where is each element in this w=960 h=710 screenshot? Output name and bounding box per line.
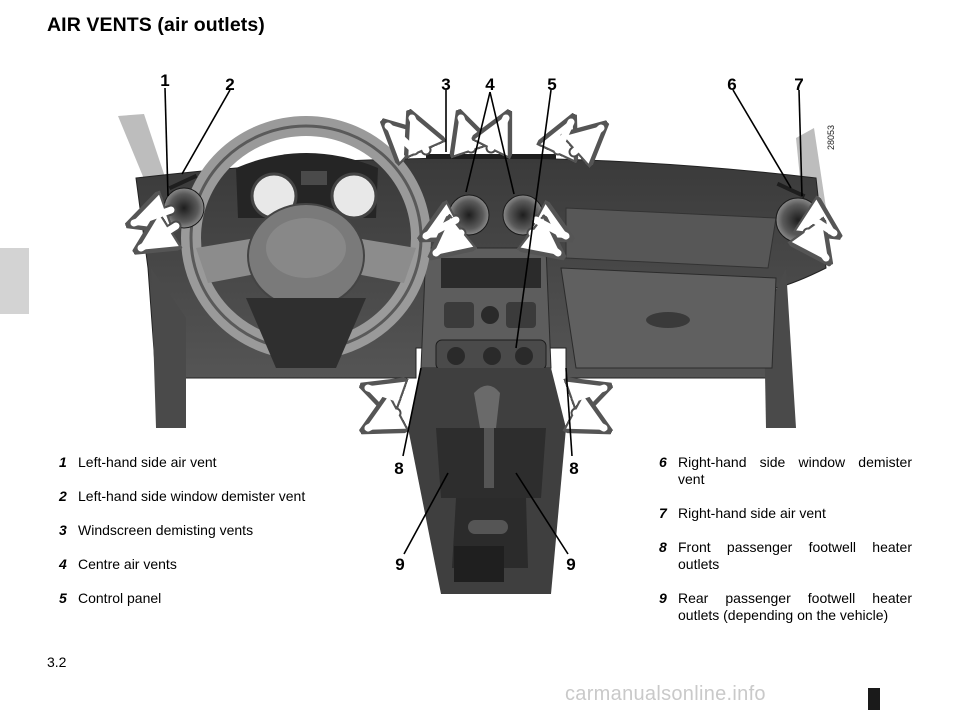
legend-text: Rear passenger footwell heater outlets (… [678, 590, 912, 623]
rev-counter [330, 172, 378, 220]
legend-item: 6 Right-hand side window demister vent [659, 454, 912, 487]
page-number: 3.2 [47, 654, 67, 670]
callout-6: 6 [727, 75, 737, 94]
legend-item: 8 Front passenger footwell heater outlet… [659, 539, 912, 572]
glovebox-handle [646, 312, 690, 328]
legend-item: 9 Rear passenger footwell heater outlets… [659, 590, 912, 623]
callout-9-left: 9 [395, 555, 405, 574]
legend-item: 3 Windscreen demisting vents [59, 522, 254, 538]
hazard-switch [481, 306, 499, 324]
page-title: AIR VENTS (air outlets) [47, 14, 265, 36]
switch-block-left [444, 302, 474, 328]
legend-item: 5 Control panel [59, 590, 162, 606]
callout-8-right: 8 [569, 459, 579, 478]
callout-3: 3 [441, 75, 451, 94]
leader-lines [164, 87, 803, 555]
chapter-tab [0, 248, 29, 314]
figure-reference: 28053 [826, 124, 836, 150]
callout-1: 1 [160, 71, 170, 90]
watermark: carmanualsonline.info [565, 683, 766, 705]
legend-item: 7 Right-hand side air vent [659, 505, 826, 521]
page-marker [868, 688, 880, 710]
callout-9-right: 9 [566, 555, 576, 574]
callout-5: 5 [547, 75, 557, 94]
legend-item: 4 Centre air vents [59, 556, 177, 572]
legend-text: Centre air vents [78, 556, 177, 572]
callout-2: 2 [225, 75, 235, 94]
callout-8-left: 8 [394, 459, 404, 478]
gear-stick [484, 428, 494, 488]
legend-text: Control panel [78, 590, 162, 606]
legend-text: Windscreen demisting vents [78, 522, 254, 538]
legend-text: Right-hand side air vent [678, 505, 826, 521]
legend-text: Right-hand side window demister vent [678, 454, 912, 487]
left-lower-panel [151, 268, 186, 428]
gear-knob [474, 385, 500, 428]
legend-left: 1 Left-hand side air vent 2 Left-hand si… [59, 454, 313, 624]
callout-7: 7 [794, 75, 804, 94]
legend-text: Front passenger footwell heater outlets [678, 539, 912, 572]
legend-right: 6 Right-hand side window demister vent 7… [659, 454, 912, 641]
legend-text: Left-hand side air vent [78, 454, 217, 470]
legend-item: 2 Left-hand side window demister vent [59, 488, 306, 504]
legend-text: Left-hand side window demister vent [78, 488, 306, 504]
legend-item: 1 Left-hand side air vent [59, 454, 217, 470]
callout-4: 4 [485, 75, 495, 94]
windscreen-demister-slot [426, 154, 556, 159]
dashboard-illustration: 1 2 3 4 5 6 7 8 8 9 9 [96, 68, 866, 594]
airbag-cover [565, 207, 777, 269]
